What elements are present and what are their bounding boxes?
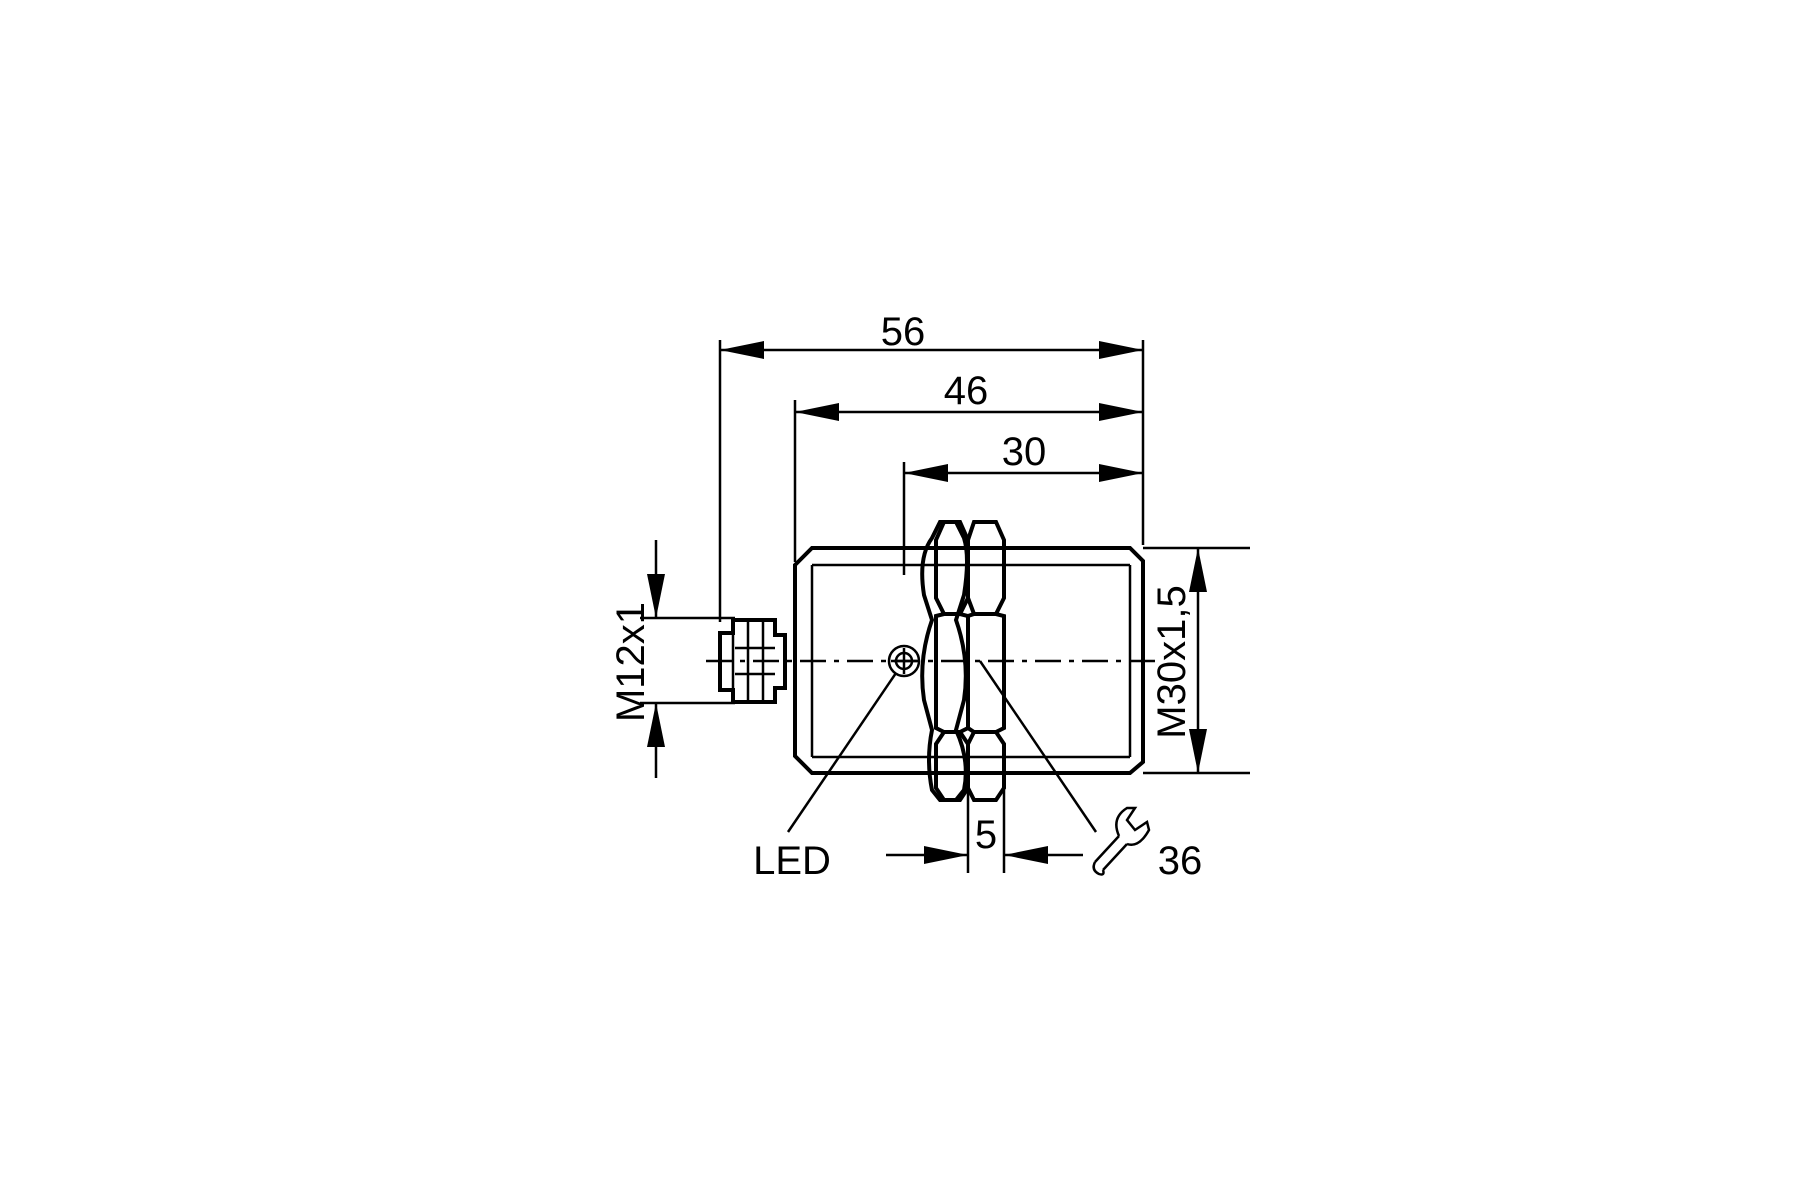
extension-lines bbox=[640, 340, 1250, 873]
dimension-46-label: 46 bbox=[944, 369, 989, 413]
dimension-m12: M12x1 bbox=[609, 540, 665, 778]
wrench-size-label: 36 bbox=[1158, 839, 1203, 883]
dimension-46: 46 bbox=[795, 369, 1143, 421]
dimension-5: 5 bbox=[886, 813, 1083, 864]
led-label: LED bbox=[753, 839, 831, 883]
housing bbox=[793, 546, 1145, 775]
led-indicator bbox=[887, 644, 921, 678]
m30-label: M30x1,5 bbox=[1150, 585, 1194, 738]
dimension-m30: M30x1,5 bbox=[1150, 548, 1207, 773]
dimension-30: 30 bbox=[904, 430, 1143, 482]
m12-label: M12x1 bbox=[609, 602, 653, 722]
dimension-56: 56 bbox=[720, 310, 1143, 359]
dimension-30-label: 30 bbox=[1002, 430, 1047, 474]
dimension-5-label: 5 bbox=[975, 813, 997, 857]
wrench-callout: 36 bbox=[978, 660, 1203, 883]
nut-right bbox=[966, 520, 1006, 802]
led-callout: LED bbox=[753, 672, 898, 883]
wrench-icon bbox=[1092, 806, 1151, 876]
dimension-56-label: 56 bbox=[881, 310, 926, 354]
